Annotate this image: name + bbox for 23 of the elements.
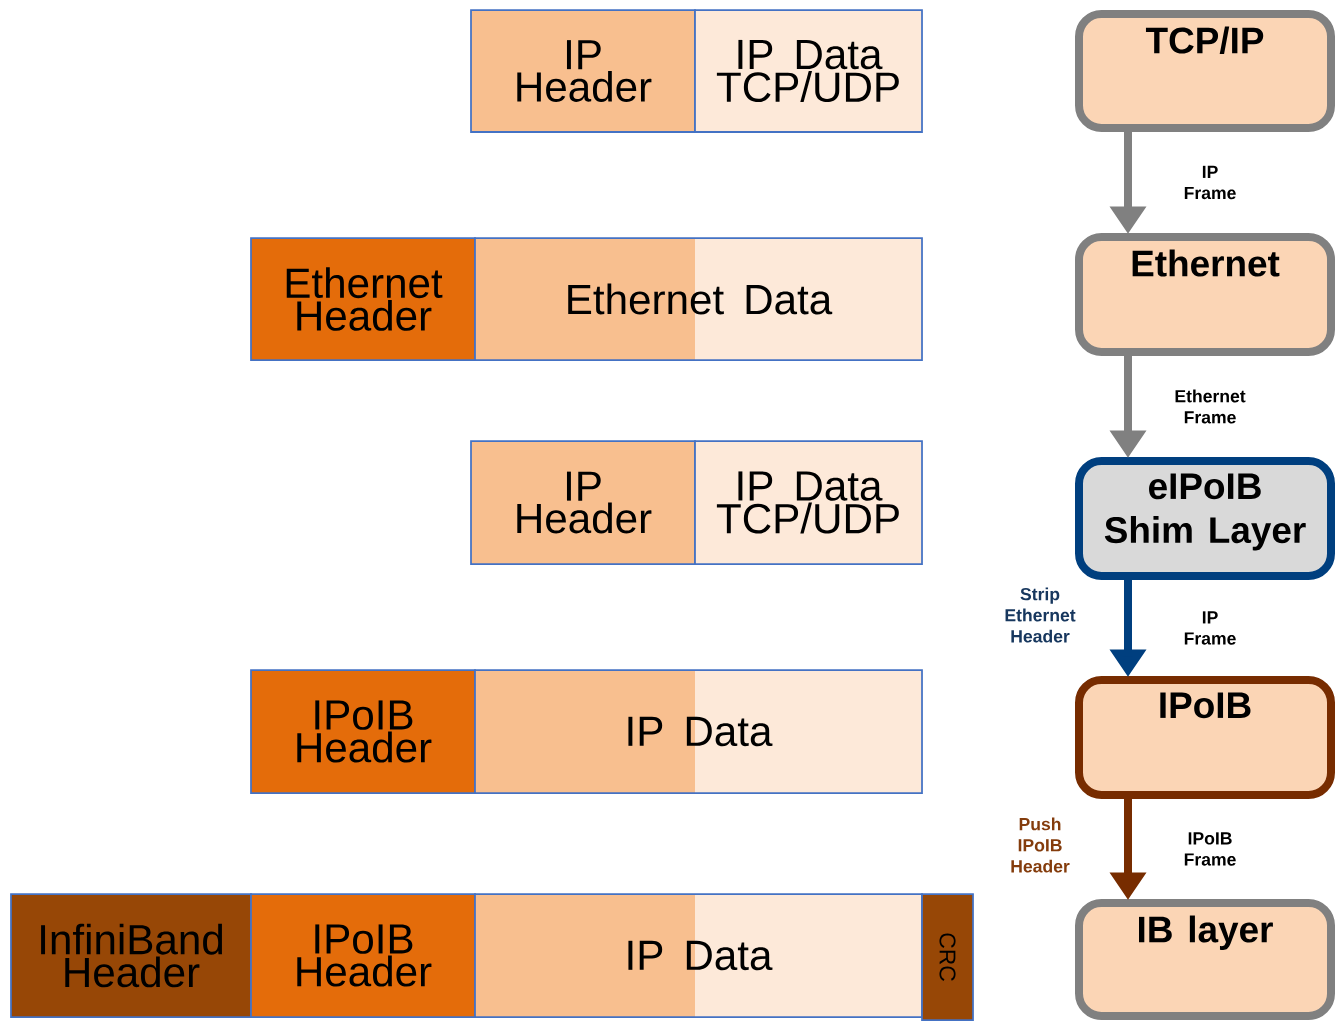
crc-field: CRC <box>921 893 974 1021</box>
edge-label: IPoIB Frame <box>1184 832 1236 866</box>
layer-box: IB layer <box>1075 899 1335 1020</box>
header-field: IP Data TCP/UDP <box>694 9 923 133</box>
header-field: IP Header <box>470 9 696 133</box>
step-note: Push IPoIB Header <box>1011 817 1070 873</box>
layer-box: IPoIB <box>1075 676 1335 799</box>
header-field: IP Header <box>470 440 696 565</box>
header-field: IPoIB Header <box>250 893 476 1018</box>
layer-box: eIPoIB Shim Layer <box>1075 457 1335 580</box>
header-field: IPoIB Header <box>250 669 476 794</box>
layer-box: TCP/IP <box>1075 10 1335 132</box>
header-field: Ethernet Data <box>474 237 923 361</box>
header-field: Ethernet Header <box>250 237 476 361</box>
header-field: IP Data <box>474 669 923 794</box>
header-field: IP Data <box>474 893 923 1018</box>
edge-label: IP Frame <box>1184 165 1236 200</box>
step-note: Strip Ethernet Header <box>1005 587 1076 643</box>
header-field: InfiniBand Header <box>10 893 252 1018</box>
edge-label: IP Frame <box>1184 611 1236 645</box>
edge-label: Ethernet Frame <box>1175 389 1246 424</box>
header-field: IP Data TCP/UDP <box>694 440 923 565</box>
layer-box: Ethernet <box>1075 233 1335 356</box>
